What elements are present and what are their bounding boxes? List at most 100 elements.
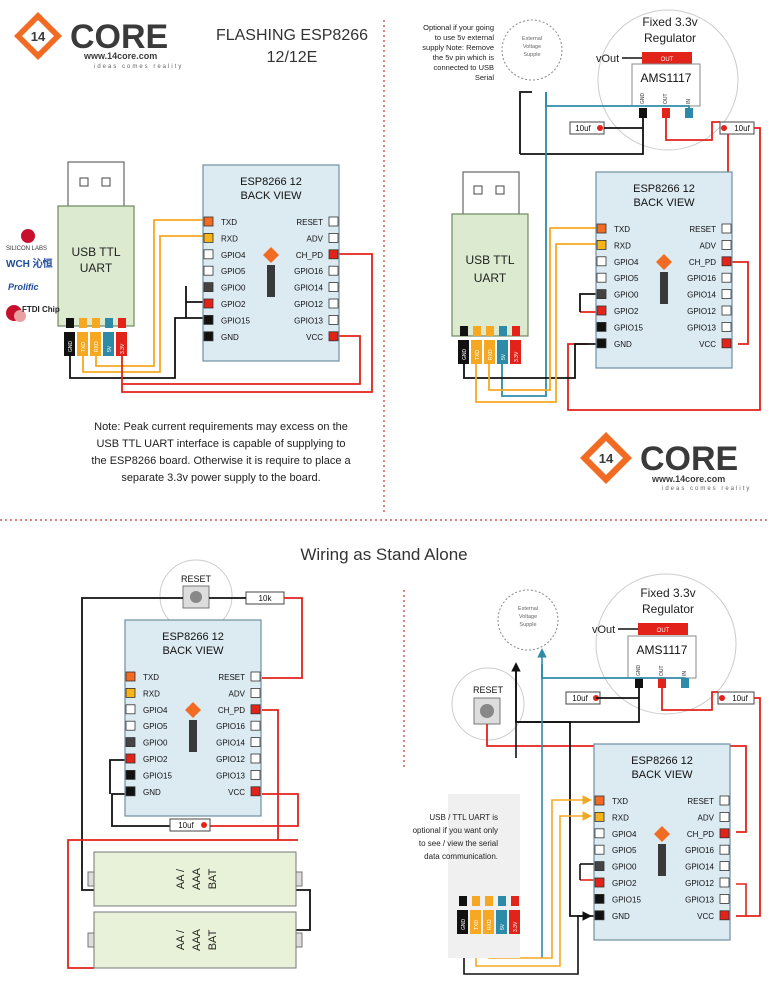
svg-text:3.3V: 3.3V bbox=[513, 921, 519, 932]
esp-pin-left-gpio5 bbox=[596, 272, 607, 283]
svg-text:AMS1117: AMS1117 bbox=[641, 71, 692, 85]
esp-pin-label-right: RESET bbox=[687, 797, 714, 806]
svg-text:14: 14 bbox=[31, 29, 46, 44]
esp-pin-label-right: GPIO13 bbox=[685, 895, 714, 904]
note-line4: separate 3.3v power supply to the board. bbox=[121, 472, 320, 484]
reset-button-right: RESET bbox=[451, 667, 525, 741]
esp-pin-left-gpio5 bbox=[594, 844, 605, 855]
svg-text:10uf: 10uf bbox=[575, 124, 591, 133]
svg-text:OUT: OUT bbox=[661, 57, 674, 63]
esp-pin-left-rxd bbox=[203, 233, 214, 243]
esp-pin-left-gpio4 bbox=[596, 256, 607, 267]
esp-pin-label-left: GPIO5 bbox=[143, 722, 168, 731]
esp-pin-label-left: TXD bbox=[143, 673, 159, 682]
capacitor-bottom-left: 10uf bbox=[169, 818, 211, 832]
esp-pin-right-gpio16 bbox=[719, 844, 730, 855]
esp-title-line2: BACK VIEW bbox=[631, 769, 693, 781]
svg-text:AA /: AA / bbox=[175, 929, 187, 950]
esp-pin-label-left: GPIO0 bbox=[143, 739, 168, 748]
esp-pin-label-right: GPIO13 bbox=[687, 323, 716, 332]
esp-pin-label-right: GPIO14 bbox=[687, 291, 716, 300]
svg-text:External: External bbox=[522, 36, 542, 42]
svg-text:5V: 5V bbox=[500, 923, 506, 930]
esp-logo-mark bbox=[185, 702, 201, 718]
esp-pin-left-gpio0 bbox=[596, 289, 607, 299]
esp-pin-left-gpio15 bbox=[203, 314, 214, 325]
svg-text:GND: GND bbox=[462, 349, 468, 361]
esp-pin-label-left: GPIO15 bbox=[221, 316, 250, 325]
esp-pin-label-left: GPIO0 bbox=[221, 284, 246, 293]
esp-pin-label-left: GPIO15 bbox=[614, 323, 643, 332]
wires-bottom-left bbox=[67, 597, 311, 969]
esp-pin-label-left: GND bbox=[612, 912, 630, 921]
esp-pin-left-gpio0 bbox=[125, 737, 136, 747]
svg-text:UART: UART bbox=[474, 271, 507, 285]
esp-title-line1: ESP8266 12 bbox=[633, 183, 695, 195]
svg-text:10uf: 10uf bbox=[732, 694, 748, 703]
vendor-ftdi: FTDI Chip bbox=[22, 305, 60, 314]
esp-pin-right-adv bbox=[328, 233, 339, 243]
chip-vendor-logos: SILICON LABS WCH 沁恒 Prolific FTDI Chip bbox=[6, 229, 60, 322]
esp-pin-label-left: GPIO15 bbox=[612, 895, 641, 904]
usb-pin-5v: 5V bbox=[107, 345, 113, 352]
svg-text:IN: IN bbox=[682, 671, 688, 676]
usb-pin-txd: TXD bbox=[81, 342, 87, 352]
esp-pin-label-left: GPIO0 bbox=[612, 863, 637, 872]
esp-pin-label-left: GPIO5 bbox=[221, 267, 246, 276]
esp-pin-right-gpio12 bbox=[719, 877, 730, 888]
note-line3: the ESP8266 board. Otherwise it is requi… bbox=[91, 455, 351, 467]
esp-pin-label-left: GPIO4 bbox=[143, 706, 168, 715]
esp-logo-mark bbox=[263, 247, 279, 263]
esp-pin-label-left: GND bbox=[614, 340, 632, 349]
esp-pin-label-left: GPIO0 bbox=[614, 291, 639, 300]
svg-text:CORE: CORE bbox=[640, 440, 738, 478]
esp-pin-left-rxd bbox=[594, 812, 605, 822]
esp-pin-right-reset bbox=[721, 223, 732, 234]
esp-pin-right-gpio12 bbox=[721, 305, 732, 316]
esp-title-line2: BACK VIEW bbox=[240, 190, 302, 202]
esp-pin-right-gpio16 bbox=[328, 265, 339, 276]
esp-pin-label-left: GPIO2 bbox=[143, 755, 168, 764]
esp-title-line1: ESP8266 12 bbox=[240, 176, 302, 188]
wires-top-left bbox=[69, 219, 373, 393]
vendor-wch: WCH 沁恒 bbox=[6, 257, 53, 270]
resistor-10k: 10k bbox=[245, 591, 285, 605]
svg-text:RXD: RXD bbox=[487, 919, 493, 930]
esp-pin-label-right: GPIO12 bbox=[687, 307, 716, 316]
esp-pin-label-right: GPIO13 bbox=[294, 316, 323, 325]
esp-pin-label-right: CH_PD bbox=[218, 706, 245, 715]
esp-pin-right-vcc bbox=[328, 331, 339, 342]
svg-text:AAA: AAA bbox=[191, 928, 203, 951]
esp-pin-label-right: ADV bbox=[698, 813, 715, 822]
esp-pin-label-right: VCC bbox=[306, 333, 323, 342]
svg-text:14: 14 bbox=[599, 451, 614, 466]
esp-pin-label-right: GPIO16 bbox=[687, 274, 716, 283]
esp-pin-left-gpio4 bbox=[203, 249, 214, 260]
esp-pin-left-gpio15 bbox=[594, 893, 605, 904]
regulator-bottom: Fixed 3.3v Regulator vOut OUT AMS1117 GN… bbox=[592, 573, 737, 715]
usb-label-line1: USB TTL bbox=[71, 245, 120, 259]
svg-text:to use 5v external: to use 5v external bbox=[435, 33, 495, 42]
esp-pin-label-left: RXD bbox=[143, 689, 160, 698]
svg-text:Supple: Supple bbox=[523, 52, 540, 58]
esp-pin-label-left: GPIO5 bbox=[612, 846, 637, 855]
section2-title: Wiring as Stand Alone bbox=[300, 545, 467, 564]
esp-pin-left-gpio0 bbox=[594, 861, 605, 871]
arrow-wires-bottom bbox=[463, 648, 747, 975]
esp-pin-left-rxd bbox=[596, 240, 607, 250]
esp-pin-right-reset bbox=[719, 795, 730, 806]
svg-text:GND: GND bbox=[640, 93, 646, 105]
esp-pin-right-ch_pd bbox=[719, 828, 730, 839]
esp-pin-right-gpio13 bbox=[328, 314, 339, 325]
regulator-top: Fixed 3.3v Regulator vOut OUT AMS1117 GN… bbox=[596, 9, 739, 151]
esp-pin-right-gpio13 bbox=[250, 769, 261, 780]
esp-pin-right-gpio13 bbox=[719, 893, 730, 904]
header-title-line2: 12/12E bbox=[267, 49, 318, 66]
esp-pin-label-left: GPIO5 bbox=[614, 274, 639, 283]
svg-text:BAT: BAT bbox=[207, 929, 219, 950]
esp-pin-label-left: GPIO4 bbox=[614, 258, 639, 267]
esp-pin-label-left: TXD bbox=[614, 225, 630, 234]
note-line1: Note: Peak current requirements may exce… bbox=[94, 421, 348, 433]
